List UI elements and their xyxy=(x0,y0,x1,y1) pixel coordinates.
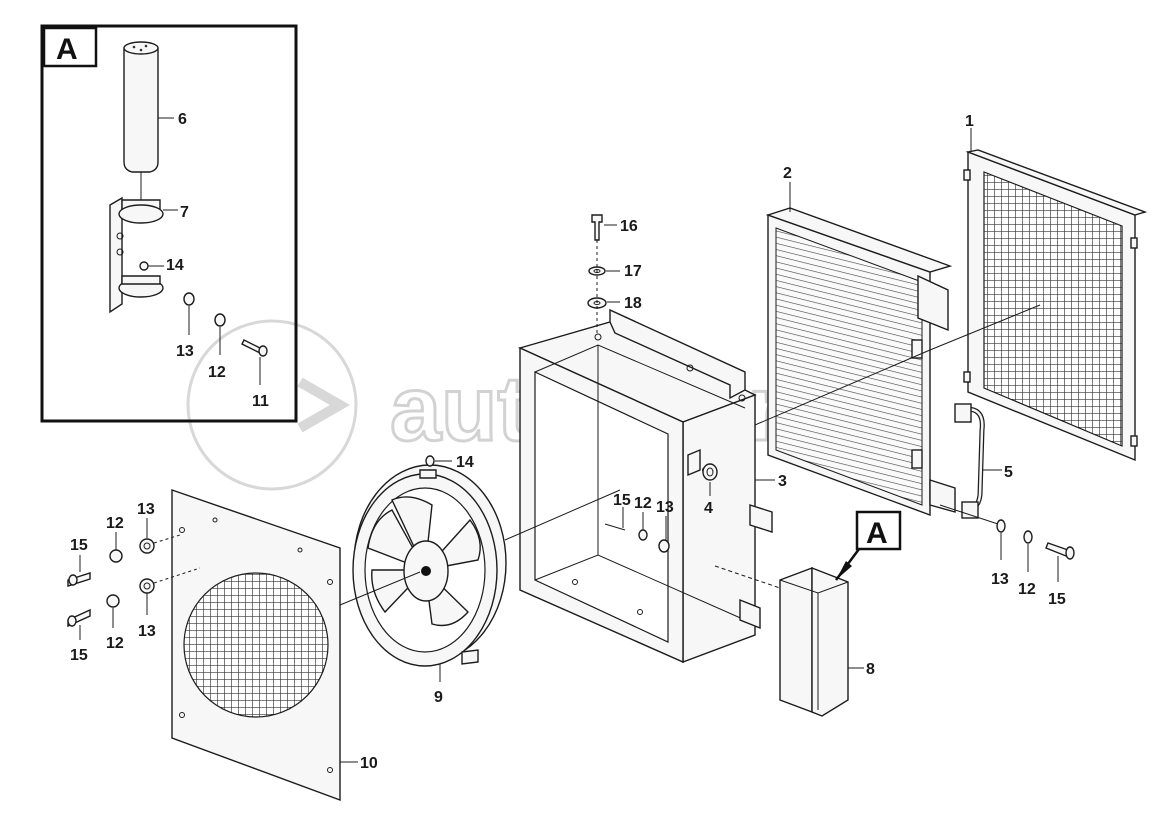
label-frame-12: 12 xyxy=(634,495,652,512)
label-1: 1 xyxy=(965,113,974,130)
label-17: 17 xyxy=(624,263,642,280)
label-left-12a: 12 xyxy=(106,515,124,532)
label-7: 7 xyxy=(180,204,189,221)
inset-letter: A xyxy=(56,33,78,66)
drier-bracket xyxy=(109,196,164,314)
label-inset-11: 11 xyxy=(252,393,269,410)
part-front-panel xyxy=(171,489,341,802)
label-left-15b: 15 xyxy=(70,647,88,664)
label-3: 3 xyxy=(778,473,787,490)
label-right-13: 13 xyxy=(991,571,1009,588)
inset-letter-box xyxy=(42,26,98,68)
callout-letter: A xyxy=(866,517,888,550)
label-left-12b: 12 xyxy=(106,635,124,652)
label-left-15a: 15 xyxy=(70,537,88,554)
label-inset-12: 12 xyxy=(208,364,226,381)
label-16: 16 xyxy=(620,218,638,235)
inset-frame xyxy=(40,24,298,423)
label-5: 5 xyxy=(1004,464,1013,481)
part-cover xyxy=(779,566,849,717)
label-right-12: 12 xyxy=(1018,581,1036,598)
inset-a: A 6 7 14 13 12 xyxy=(40,24,298,423)
label-18: 18 xyxy=(624,295,642,312)
label-fan-14: 14 xyxy=(456,454,474,471)
label-left-13b: 13 xyxy=(138,623,156,640)
label-4: 4 xyxy=(704,500,713,517)
label-frame-15: 15 xyxy=(613,492,631,509)
part-frame xyxy=(517,308,773,664)
label-9: 9 xyxy=(434,689,443,706)
callout-a: A xyxy=(834,510,902,581)
label-frame-13: 13 xyxy=(656,499,674,516)
receiver-drier xyxy=(123,41,159,205)
label-inset-14: 14 xyxy=(166,257,184,274)
label-right-15: 15 xyxy=(1048,591,1066,608)
part-pipe xyxy=(954,403,985,519)
label-left-13a: 13 xyxy=(137,501,155,518)
part-grille-screen xyxy=(963,149,1148,462)
label-8: 8 xyxy=(866,661,875,678)
part-condenser xyxy=(765,207,956,517)
part-fan xyxy=(352,464,507,667)
label-inset-13: 13 xyxy=(176,343,194,360)
label-6: 6 xyxy=(178,111,187,128)
part-grommet xyxy=(702,463,718,481)
label-2: 2 xyxy=(783,165,792,182)
label-10: 10 xyxy=(360,755,378,772)
